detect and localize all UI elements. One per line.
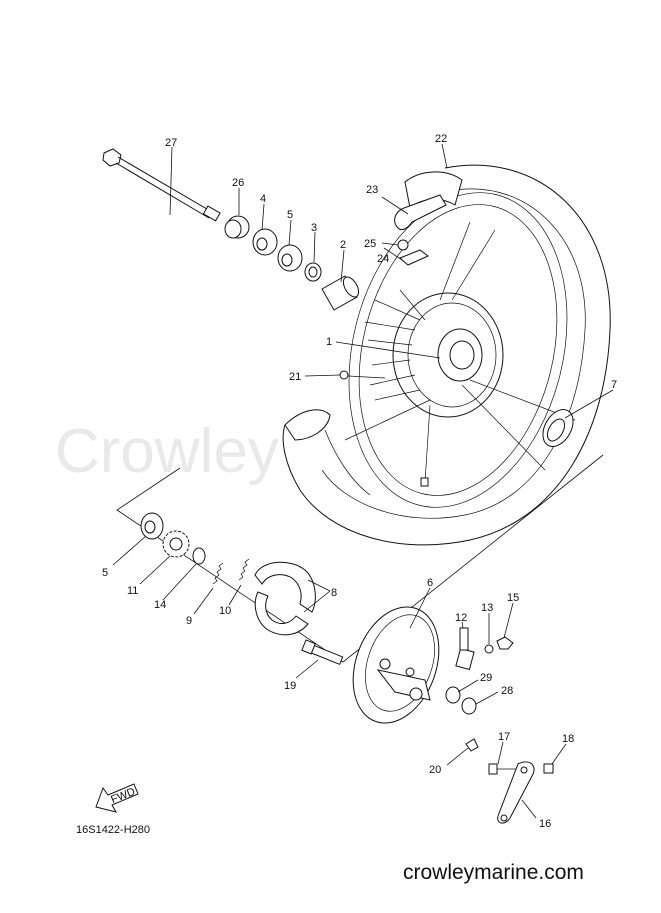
part-label-1: 1 [326,336,332,348]
part-label-16: 16 [539,818,551,830]
part-label-12: 12 [455,612,467,624]
part-label-29: 29 [480,672,492,684]
axle-parts [102,148,386,380]
part-label-3: 3 [311,222,317,234]
part-label-17: 17 [498,731,510,743]
part-label-9: 9 [186,615,192,627]
part-label-27: 27 [165,137,177,149]
brake-plate [352,606,554,824]
part-label-13: 13 [481,602,493,614]
part-label-15: 15 [507,592,519,604]
site-url[interactable]: crowleymarine.com [403,861,584,884]
part-label-28: 28 [501,685,513,697]
tube-parts [394,194,447,266]
part-label-22: 22 [435,133,447,145]
part-label-6: 6 [427,577,433,589]
part-label-19: 19 [284,680,296,692]
part-labels: 27 26 4 5 3 2 22 23 25 24 1 21 7 5 11 14… [102,133,617,830]
explode-frame [116,454,604,663]
part-label-4: 4 [260,193,266,205]
part-label-2: 2 [340,239,346,251]
part-label-21: 21 [289,371,301,383]
part-label-26: 26 [232,177,244,189]
part-label-18: 18 [562,733,574,745]
fwd-arrow: FWD [95,783,139,813]
leader-lines [112,143,614,819]
part-label-23: 23 [366,184,378,196]
part-label-24: 24 [377,253,389,265]
part-label-10: 10 [219,605,231,617]
brake-side-parts [140,512,344,666]
diagram-code: 16S1422-H280 [76,824,150,836]
part-label-11: 11 [127,585,138,597]
part-label-14: 14 [154,599,166,611]
fwd-label: FWD [109,786,137,807]
oil-seal [542,409,574,447]
part-label-5-bottom: 5 [102,567,108,579]
part-label-7: 7 [611,379,617,391]
part-label-20: 20 [429,764,441,776]
part-label-25: 25 [364,238,376,250]
wheel-assembly [282,164,611,546]
part-label-5-top: 5 [287,209,293,221]
part-label-8: 8 [331,587,337,599]
